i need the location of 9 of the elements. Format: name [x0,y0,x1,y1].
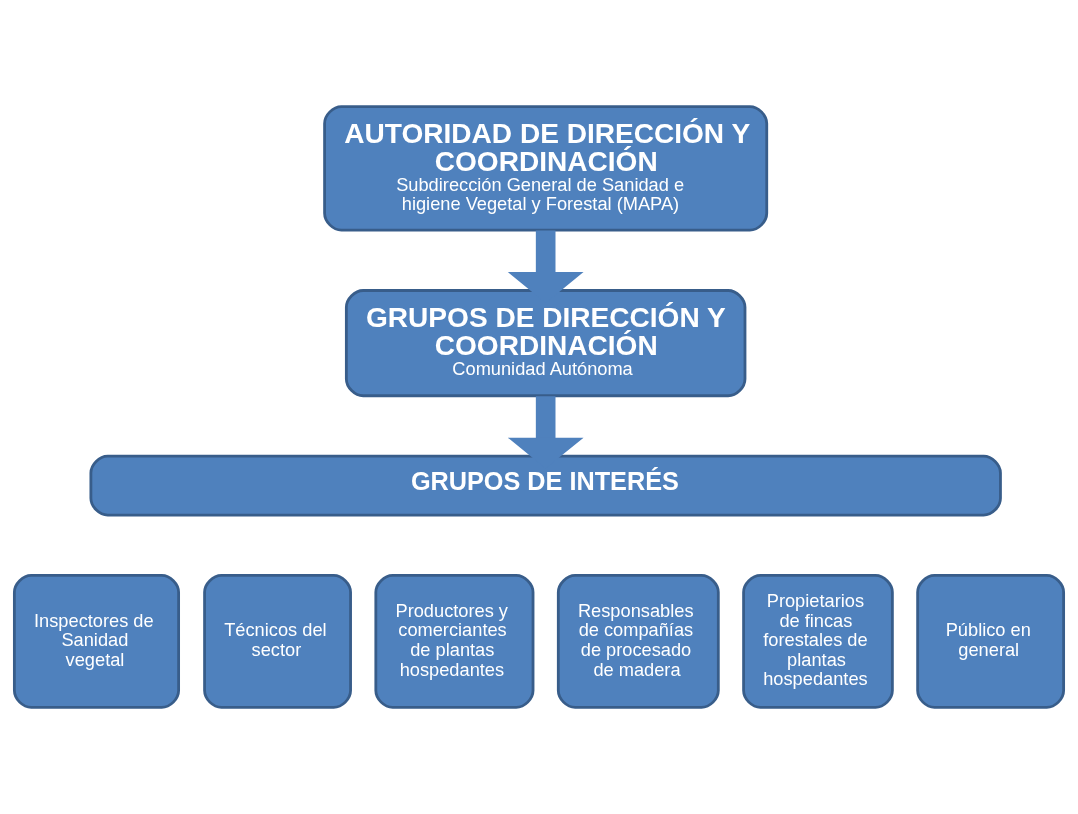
node-box: Técnicos del sector [203,574,352,709]
node-box: Productores y comerciantes de plantas hospedantes [374,574,535,709]
node-box: GRUPOS DE DIRECCIÓN Y COORDINACIÓN Comunidad Autónoma [344,289,747,398]
node-box: Público en general [916,574,1066,709]
node-box: Propietarios de fincas forestales de plantas hospedantes [742,574,894,709]
node-box: Inspectores de Sanidad vegetal [12,574,180,709]
node-box: AUTORIDAD DE DIRECCIÓN Y COORDINACIÓN Subdirección General de Sanidad e higiene Vegetal y Forestal (MAPA) [323,105,769,232]
node-box: Responsables de compañías de procesado de madera [556,574,720,709]
node-box: GRUPOS DE INTERÉS [89,454,1002,517]
